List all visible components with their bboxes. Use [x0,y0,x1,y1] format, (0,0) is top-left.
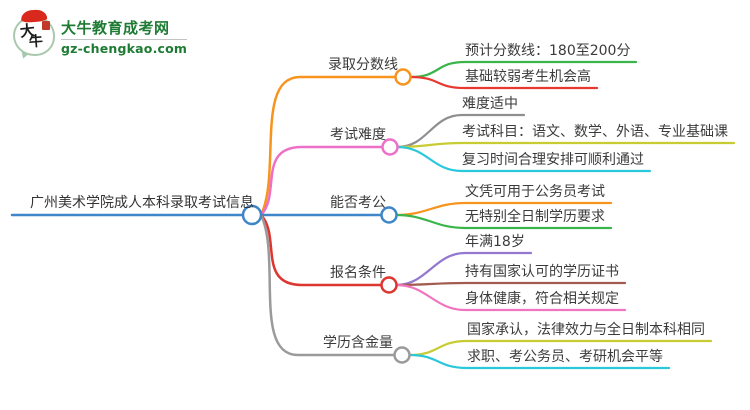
child-underline [395,281,627,287]
site-name: 大牛教育成考网 [61,19,170,37]
branch-label[interactable]: 学历含金量 [323,335,393,351]
child-label[interactable]: 难度适中 [462,96,518,112]
child-underline [408,353,671,370]
branch-node-circle[interactable] [394,68,412,86]
branch-label[interactable]: 考试难度 [330,127,386,143]
child-label[interactable]: 身体健康，符合相关规定 [465,291,619,307]
logo-divider [61,39,188,40]
logo-text-block: 大牛教育成考网 gz-chengkao.com [61,8,188,56]
branch-line [259,145,384,217]
child-label[interactable]: 预计分数线：180至200分 [465,43,631,59]
branch-label[interactable]: 录取分数线 [328,57,398,73]
branch-node-circle[interactable] [380,206,398,224]
child-underline [396,113,526,149]
child-underline [395,213,613,230]
branch-label[interactable]: 报名条件 [330,265,386,281]
child-underline [395,283,627,312]
child-label[interactable]: 国家承认，法律效力与全日制本科相同 [467,322,705,338]
branch-node-circle[interactable] [381,138,399,156]
child-label[interactable]: 文凭可用于公务员考试 [465,184,605,200]
branch-node-circle[interactable] [393,346,411,364]
mindmap-root-label[interactable]: 广州美术学院成人本科录取考试信息 [30,195,254,211]
site-url: gz-chengkao.com [61,41,188,56]
root-node-circle[interactable] [241,204,263,226]
child-label[interactable]: 基础较弱考生机会高 [465,69,591,85]
daniu-logo-icon: 大 牛 [12,8,56,61]
site-logo[interactable]: 大 牛 大牛教育成考网 gz-chengkao.com [12,8,188,61]
child-underline [409,75,599,90]
child-label[interactable]: 考试科目：语文、数学、外语、专业基础课 [462,124,728,140]
branch-label[interactable]: 能否考公 [330,195,386,211]
child-label[interactable]: 求职、考公务员、考研机会平等 [467,349,663,365]
branch-line [259,75,397,217]
logo-char-niu: 牛 [28,33,44,51]
child-label[interactable]: 复习时间合理安排可顺利通过 [462,152,644,168]
branch-line [259,213,396,357]
child-underline [396,145,652,173]
child-underline [395,251,533,287]
child-label[interactable]: 持有国家认可的学历证书 [465,264,619,280]
child-label[interactable]: 年满18岁 [465,234,525,250]
child-underline [396,141,736,149]
child-label[interactable]: 无特别全日制学历要求 [465,209,605,225]
red-seal-shape [42,21,50,30]
branch-line [259,213,383,287]
branch-node-circle[interactable] [380,276,398,294]
